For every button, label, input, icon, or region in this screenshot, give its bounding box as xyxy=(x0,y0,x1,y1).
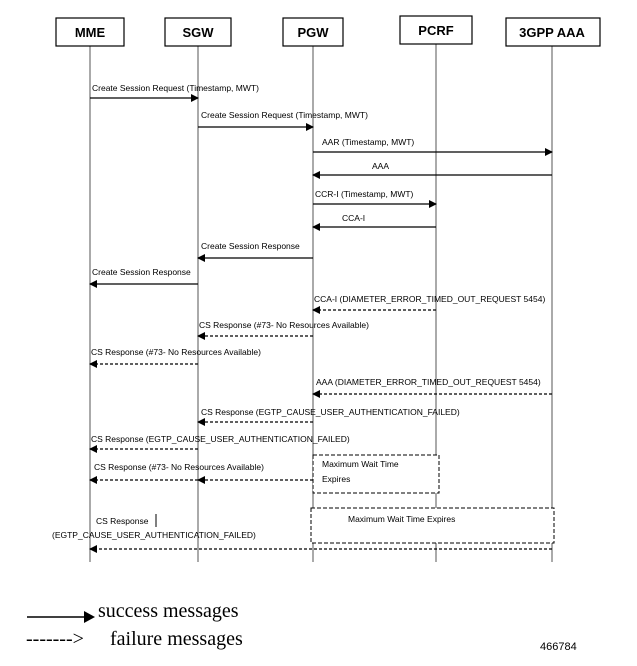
message-label: (EGTP_CAUSE_USER_AUTHENTICATION_FAILED) xyxy=(52,530,256,540)
message-cca-i: CCA-I xyxy=(312,213,436,231)
message-aaa-error: AAA (DIAMETER_ERROR_TIMED_OUT_REQUEST 54… xyxy=(312,377,552,398)
node-aaa: 3GPP AAA xyxy=(505,17,601,47)
node-label: PGW xyxy=(297,25,329,40)
message-label: CS Response (#73- No Resources Available… xyxy=(91,347,261,357)
message-create-session-response-sgw-mme: Create Session Response xyxy=(89,267,198,288)
node-pcrf: PCRF xyxy=(399,15,473,45)
legend: success messages -------> failure messag… xyxy=(26,600,243,650)
message-label: CS Response (EGTP_CAUSE_USER_AUTHENTICAT… xyxy=(201,407,460,417)
message-label: CS Response xyxy=(96,516,149,526)
message-ccr-i: CCR-I (Timestamp, MWT) xyxy=(313,189,437,208)
message-create-session-response-pgw-sgw: Create Session Response xyxy=(197,241,313,262)
legend-failure-prefix: -------> xyxy=(26,628,84,650)
note-line: Maximum Wait Time Expires xyxy=(348,514,455,524)
message-label: AAR (Timestamp, MWT) xyxy=(322,137,414,147)
message-label: CCA-I (DIAMETER_ERROR_TIMED_OUT_REQUEST … xyxy=(314,294,545,304)
message-create-session-request-sgw-pgw: Create Session Request (Timestamp, MWT) xyxy=(198,110,368,131)
message-label: AAA xyxy=(372,161,389,171)
note-max-wait-time-aaa: Maximum Wait Time Expires xyxy=(310,507,555,544)
node-mme: MME xyxy=(55,17,125,47)
node-sgw: SGW xyxy=(164,17,232,47)
message-cs-response-73-timeout-sgw-mme: CS Response (#73- No Resources Available… xyxy=(89,462,264,484)
node-label: 3GPP AAA xyxy=(519,25,585,40)
note-line: Expires xyxy=(322,474,350,484)
note-line: Maximum Wait Time xyxy=(322,459,399,469)
message-cs-response-73-sgw-mme: CS Response (#73- No Resources Available… xyxy=(89,347,261,368)
message-label: CCA-I xyxy=(342,213,365,223)
message-aar: AAR (Timestamp, MWT) xyxy=(313,137,553,156)
message-label: CS Response (#73- No Resources Available… xyxy=(94,462,264,472)
message-label: Create Session Response xyxy=(92,267,191,277)
node-pgw: PGW xyxy=(282,17,344,47)
node-label: SGW xyxy=(182,25,214,40)
message-cs-response-auth-failed-sgw-mme: CS Response (EGTP_CAUSE_USER_AUTHENTICAT… xyxy=(89,434,350,453)
message-label: Create Session Response xyxy=(201,241,300,251)
message-cca-i-error: CCA-I (DIAMETER_ERROR_TIMED_OUT_REQUEST … xyxy=(312,294,545,314)
message-cs-response-auth-failed-aaa-mme: CS Response (EGTP_CAUSE_USER_AUTHENTICAT… xyxy=(52,514,552,553)
message-aaa: AAA xyxy=(312,161,552,179)
message-label: Create Session Request (Timestamp, MWT) xyxy=(201,110,368,120)
message-label: CS Response (#73- No Resources Available… xyxy=(199,320,369,330)
node-label: PCRF xyxy=(418,23,453,38)
message-create-session-request-mme-sgw: Create Session Request (Timestamp, MWT) xyxy=(90,83,259,102)
legend-success-arrow xyxy=(84,611,95,623)
legend-failure-label: failure messages xyxy=(110,628,243,650)
node-label: MME xyxy=(75,25,106,40)
figure-id: 466784 xyxy=(540,641,577,653)
message-label: AAA (DIAMETER_ERROR_TIMED_OUT_REQUEST 54… xyxy=(316,377,541,387)
legend-success-label: success messages xyxy=(98,600,239,622)
message-label: CS Response (EGTP_CAUSE_USER_AUTHENTICAT… xyxy=(91,434,350,444)
message-cs-response-73-pgw-sgw: CS Response (#73- No Resources Available… xyxy=(197,320,369,340)
note-max-wait-time-pcrf: Maximum Wait Time Expires xyxy=(312,454,440,494)
message-label: CCR-I (Timestamp, MWT) xyxy=(315,189,414,199)
message-cs-response-auth-failed-pgw-sgw: CS Response (EGTP_CAUSE_USER_AUTHENTICAT… xyxy=(197,407,460,426)
message-label: Create Session Request (Timestamp, MWT) xyxy=(92,83,259,93)
